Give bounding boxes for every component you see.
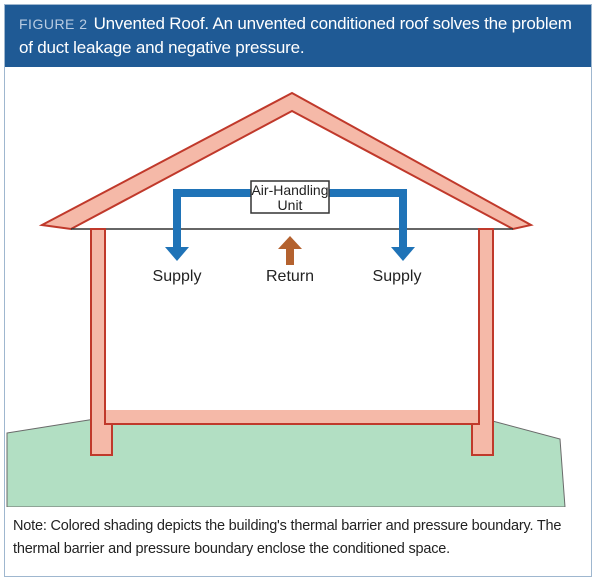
figure-label: FIGURE 2: [19, 16, 88, 32]
supply-right-arrowhead: [391, 247, 415, 261]
figure-title: Unvented Roof. An unvented conditioned r…: [19, 14, 572, 57]
unit-label-line2: Unit: [278, 197, 303, 213]
figure-note: Note: Colored shading depicts the buildi…: [13, 518, 562, 557]
house-diagram: Air-Handling Unit Supply Return Supply: [6, 91, 566, 507]
supply-right-label: Supply: [373, 268, 422, 285]
air-handling-unit: [250, 180, 330, 214]
unit-label-line1: Air-Handling: [251, 182, 328, 198]
slab-joint-fill: [106, 410, 478, 414]
return-arrow-shaft: [286, 247, 294, 265]
supply-left-label: Supply: [153, 268, 202, 285]
supply-left-arrowhead: [165, 247, 189, 261]
return-arrowhead: [278, 236, 302, 249]
return-label: Return: [266, 268, 314, 285]
